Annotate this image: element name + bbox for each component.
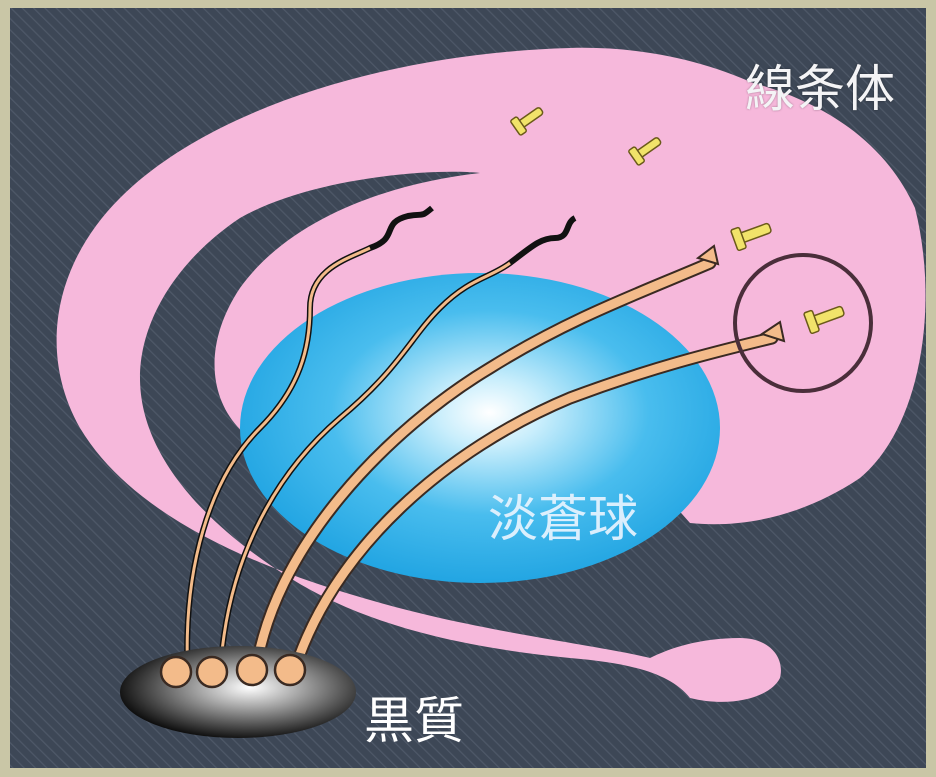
degenerated-axon-2-core — [218, 261, 511, 679]
degenerated-axon-1-core — [185, 246, 371, 679]
label-substantia-nigra: 黒質 — [364, 692, 464, 750]
diagram-panel: 線条体 淡蒼球 黒質 — [10, 8, 926, 768]
neuron-soma-1 — [159, 655, 193, 689]
globus-pallidus-shape — [240, 273, 720, 583]
axon-4-core — [287, 333, 777, 683]
axon-terminal-2 — [759, 320, 786, 343]
receptor-2 — [628, 137, 662, 166]
label-globus-pallidus: 淡蒼球 — [488, 490, 638, 548]
neuron-soma-3 — [235, 653, 269, 687]
basal-ganglia-diagram — [10, 8, 926, 768]
label-striatum: 線条体 — [745, 60, 895, 118]
axon-terminal-1 — [695, 244, 720, 266]
receptor-1 — [510, 107, 544, 136]
receptor-3 — [730, 222, 772, 252]
substantia-nigra-shape — [120, 646, 356, 738]
synapse-highlight-circle — [733, 253, 873, 393]
axon-3-core — [250, 258, 715, 683]
receptor-4 — [803, 305, 845, 335]
neuron-soma-4 — [273, 653, 307, 687]
neuron-soma-2 — [195, 655, 229, 689]
